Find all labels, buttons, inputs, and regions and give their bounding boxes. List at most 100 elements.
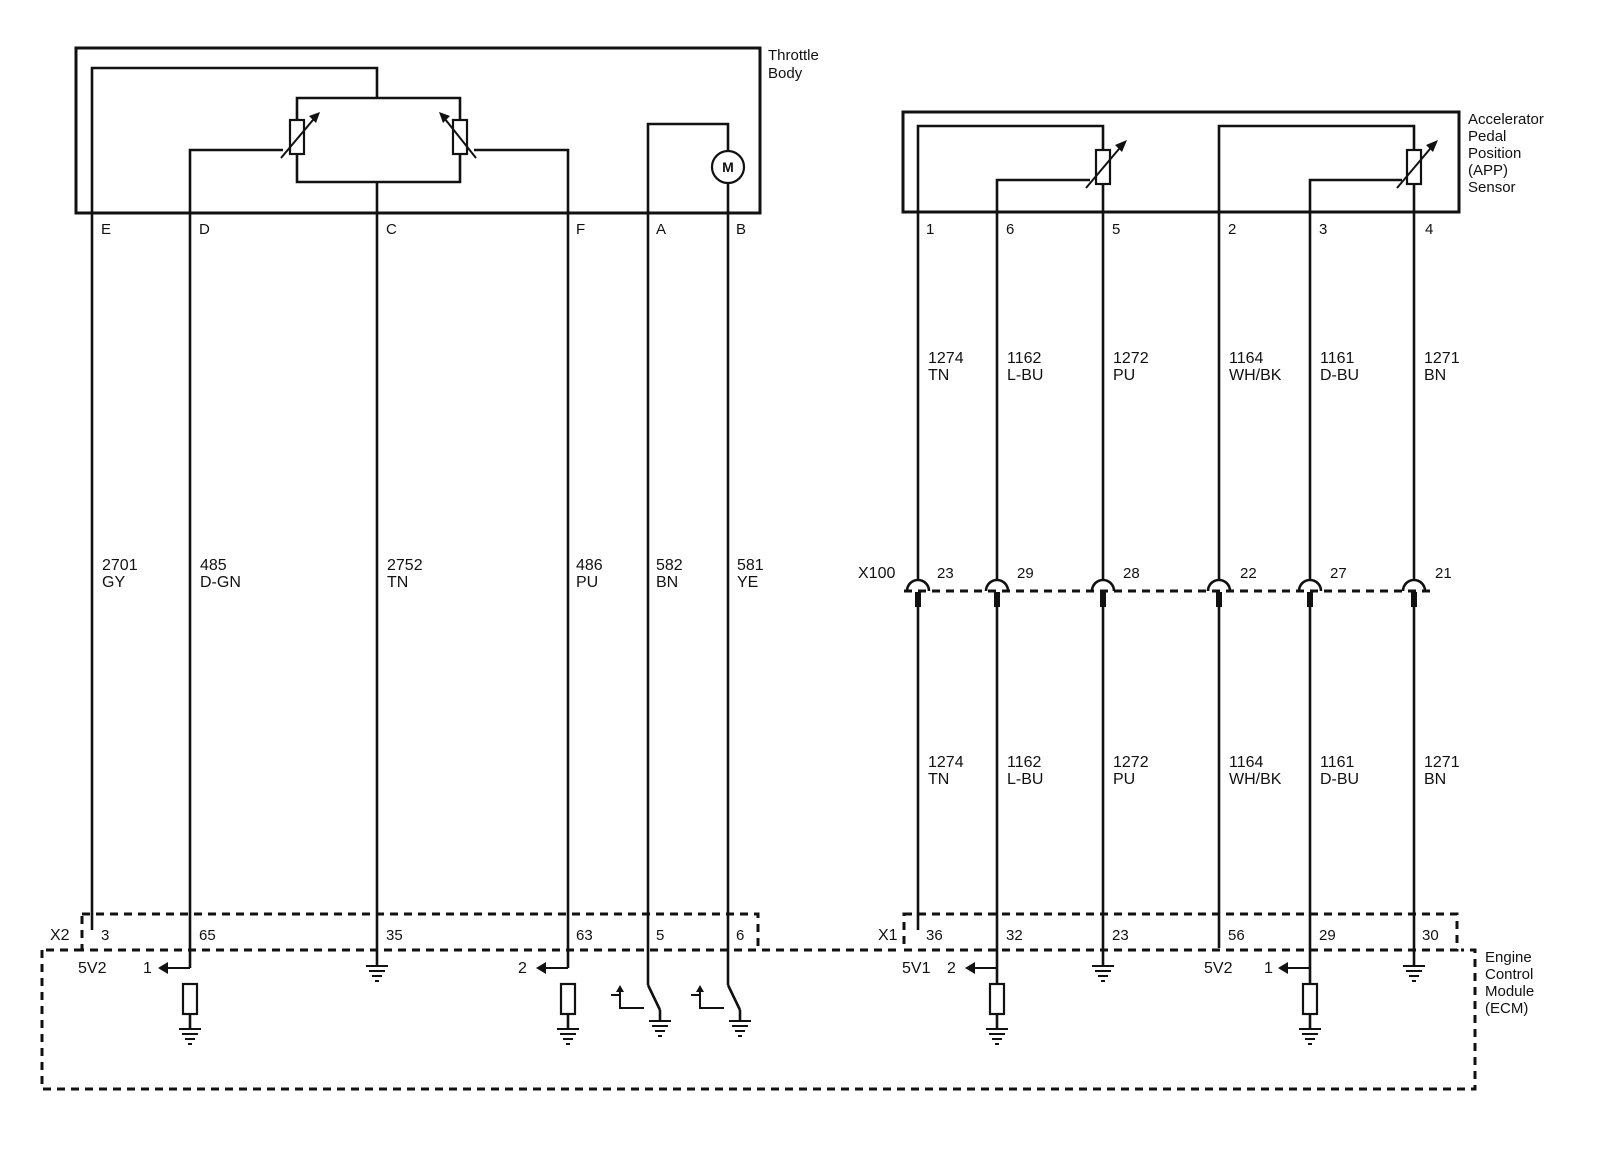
ecm-title-line4: (ECM): [1485, 1000, 1528, 1017]
lower-wire-1271-circuit: 1271: [1424, 754, 1460, 771]
wire-2752-color: TN: [387, 574, 408, 591]
throttle-body-title-line2: Body: [768, 65, 803, 82]
tb-pin-d: D: [199, 221, 210, 238]
x100-label: X100: [858, 565, 895, 582]
throttle-body-title-line1: Throttle: [768, 47, 819, 64]
wire-581-circuit: 581: [737, 557, 764, 574]
app-sensor-box: [901, 110, 1461, 214]
x100-pin-22: 22: [1240, 565, 1257, 582]
motor-driver-switch-icon: [691, 984, 742, 1020]
pull-down-resistor-icon: [988, 982, 1006, 1028]
app-sensor-internal-wiring: [916, 124, 1416, 212]
throttle-motor-icon: M: [710, 149, 746, 185]
upper-wire-1161-color: D-BU: [1320, 367, 1359, 384]
ecm-5v2-right: 5V2: [1204, 960, 1233, 977]
app-pin-6: 6: [1006, 221, 1014, 238]
throttle-body-harness: 2701 GY 485 D-GN 2752 TN 486 PU 582 BN 5…: [90, 213, 764, 985]
x100-pin-28: 28: [1123, 565, 1140, 582]
upper-wire-1272-circuit: 1272: [1113, 350, 1149, 367]
tb-pin-e: E: [101, 221, 111, 238]
wire-485-circuit: 485: [200, 557, 227, 574]
ground-icon: [366, 965, 388, 982]
x100-cavity-22: [1206, 578, 1232, 607]
upper-wire-1164-circuit: 1164: [1229, 350, 1264, 367]
motor-driver-switch-icon: [611, 984, 662, 1020]
signal-arrow-icon: [1278, 962, 1310, 974]
lower-wire-1161-color: D-BU: [1320, 771, 1359, 788]
upper-wire-1161-circuit: 1161: [1320, 350, 1355, 367]
app-sensor-title-line2: Pedal: [1468, 128, 1506, 145]
ecm-title-line1: Engine: [1485, 949, 1532, 966]
x100-pin-27: 27: [1330, 565, 1347, 582]
tps-sensor-1-variable-resistor-icon: [280, 112, 320, 159]
ground-icon: [1403, 965, 1425, 982]
tb-pin-b: B: [736, 221, 746, 238]
x2-pin-5: 5: [656, 927, 664, 944]
ecm-ref-2-right: 2: [947, 960, 956, 977]
ground-icon: [1299, 1028, 1321, 1045]
ground-icon: [557, 1028, 579, 1045]
x1-pin-30: 30: [1422, 927, 1439, 944]
x100-cavity-23: [905, 578, 931, 607]
app-pin-2: 2: [1228, 221, 1236, 238]
lower-wire-1272-color: PU: [1113, 771, 1135, 788]
x2-pin-65: 65: [199, 927, 216, 944]
x1-pin-29: 29: [1319, 927, 1336, 944]
app-sensor-1-variable-resistor-icon: [1085, 140, 1127, 189]
x2-connector: [80, 912, 760, 952]
pull-down-resistor-icon: [559, 982, 577, 1028]
app-pin-4: 4: [1425, 221, 1433, 238]
wire-2701-color: GY: [102, 574, 125, 591]
wire-486-color: PU: [576, 574, 598, 591]
upper-wire-1164-color: WH/BK: [1229, 367, 1282, 384]
motor-label: M: [722, 159, 734, 175]
wire-581-color: YE: [737, 574, 758, 591]
ecm: Engine Control Module (ECM) X2 3 65 35 6…: [40, 912, 1534, 1091]
ground-icon: [649, 1020, 671, 1037]
tb-pin-c: C: [386, 221, 397, 238]
ecm-5v1-right: 5V1: [902, 960, 931, 977]
ground-icon: [179, 1028, 201, 1045]
x100-pin-29: 29: [1017, 565, 1034, 582]
x1-pin-56: 56: [1228, 927, 1245, 944]
ground-icon: [1092, 965, 1114, 982]
ecm-title-line2: Control: [1485, 966, 1533, 983]
throttle-body: Throttle Body M: [74, 46, 819, 238]
x2-label: X2: [50, 927, 70, 944]
lower-wire-1274-circuit: 1274: [928, 754, 964, 771]
lower-wire-1274-color: TN: [928, 771, 949, 788]
upper-wire-1274-color: TN: [928, 367, 949, 384]
lower-wire-1272-circuit: 1272: [1113, 754, 1149, 771]
lower-wire-1164-color: WH/BK: [1229, 771, 1282, 788]
x100-cavity-29: [984, 578, 1010, 607]
tps-sensor-2-variable-resistor-icon: [439, 112, 477, 159]
app-pin-5: 5: [1112, 221, 1120, 238]
x1-connector: [902, 912, 1459, 952]
x100-connector: X100 23 29 28 22 27 21: [858, 565, 1452, 607]
pull-down-resistor-icon: [1301, 982, 1319, 1028]
app-sensor-2-variable-resistor-icon: [1396, 140, 1438, 189]
pull-down-resistor-icon: [181, 982, 199, 1028]
ecm-dashed-outline: [40, 948, 1477, 1091]
x1-pin-32: 32: [1006, 927, 1023, 944]
x100-cavity-21: [1401, 578, 1427, 607]
signal-arrow-icon: [536, 962, 568, 974]
throttle-body-internal-wiring: [90, 66, 730, 213]
wire-2752-circuit: 2752: [387, 557, 423, 574]
lower-wire-1271-color: BN: [1424, 771, 1446, 788]
wire-582-circuit: 582: [656, 557, 683, 574]
wire-486-circuit: 486: [576, 557, 603, 574]
ecm-ref-2-left: 2: [518, 960, 527, 977]
app-pin-3: 3: [1319, 221, 1327, 238]
lower-wire-1162-color: L-BU: [1007, 771, 1043, 788]
x100-pin-23: 23: [937, 565, 954, 582]
wire-582-color: BN: [656, 574, 678, 591]
ecm-ref-1-right: 1: [1264, 960, 1273, 977]
upper-wire-1272-color: PU: [1113, 367, 1135, 384]
lower-wire-1164-circuit: 1164: [1229, 754, 1264, 771]
ground-icon: [986, 1028, 1008, 1045]
app-pin-1: 1: [926, 221, 934, 238]
upper-wire-1274-circuit: 1274: [928, 350, 964, 367]
app-sensor-title-line5: Sensor: [1468, 179, 1516, 196]
